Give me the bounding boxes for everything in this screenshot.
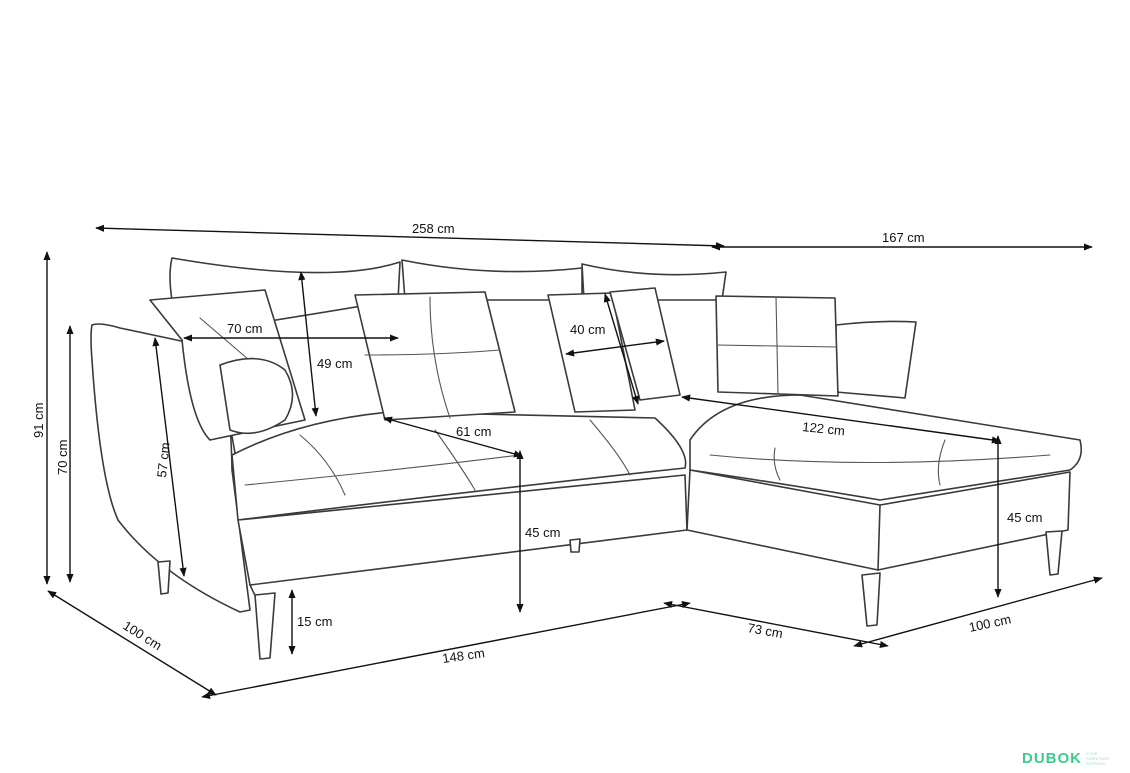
label-chaise-front: 73 cm [746, 620, 783, 641]
arrow-armrest-depth [152, 337, 187, 577]
arrow-chaise-seat-length [681, 394, 1001, 444]
brand-logo-tagline: YOUR FURNITURE SUPPLIER [1086, 751, 1110, 766]
dimension-arrows [43, 224, 1103, 700]
label-cushion-width: 70 cm [227, 321, 262, 336]
arrow-chaise-front [663, 600, 889, 649]
arrow-backrest-height [298, 271, 319, 417]
sofa-outline [90, 257, 1083, 660]
label-side-depth: 100 cm [120, 618, 164, 653]
label-leg-height: 15 cm [297, 614, 332, 629]
arrow-seat-depth [383, 416, 523, 458]
label-chaise-seat-height: 45 cm [1007, 510, 1042, 525]
label-seat-height: 45 cm [525, 525, 560, 540]
leg-back-left [157, 560, 171, 595]
label-backrest-height: 49 cm [317, 356, 352, 371]
label-armrest-depth: 57 cm [154, 442, 173, 479]
brand-logo: DUBOK YOUR FURNITURE SUPPLIER [1022, 750, 1116, 767]
dimension-labels: 258 cm 167 cm 91 cm 70 cm 57 cm 100 cm 1… [31, 221, 1042, 666]
label-front-width: 148 cm [441, 645, 485, 666]
label-chaise-seat-length: 122 cm [802, 419, 846, 438]
brand-logo-word: DUBOK [1022, 750, 1082, 767]
label-pillow-size: 40 cm [570, 322, 605, 337]
arrow-total-width [95, 224, 725, 250]
label-chaise-length: 167 cm [882, 230, 925, 245]
main-seat [231, 411, 687, 521]
label-total-height: 91 cm [31, 403, 46, 438]
bolster-pillow [219, 357, 294, 435]
label-chaise-width: 100 cm [968, 611, 1013, 635]
label-seat-depth: 61 cm [456, 424, 491, 439]
label-total-width: 258 cm [412, 221, 455, 236]
leg-chaise-back [1045, 530, 1063, 576]
arrow-chaise-width [853, 576, 1103, 648]
leg-front-left [254, 592, 276, 660]
arrow-side-depth [47, 590, 217, 696]
leg-middle [569, 538, 581, 553]
arrow-pillow-height [603, 293, 640, 405]
leg-chaise-front [861, 572, 881, 627]
arrow-front-width [201, 600, 691, 700]
label-armrest-height: 70 cm [55, 440, 70, 475]
right-armrest [835, 320, 917, 399]
